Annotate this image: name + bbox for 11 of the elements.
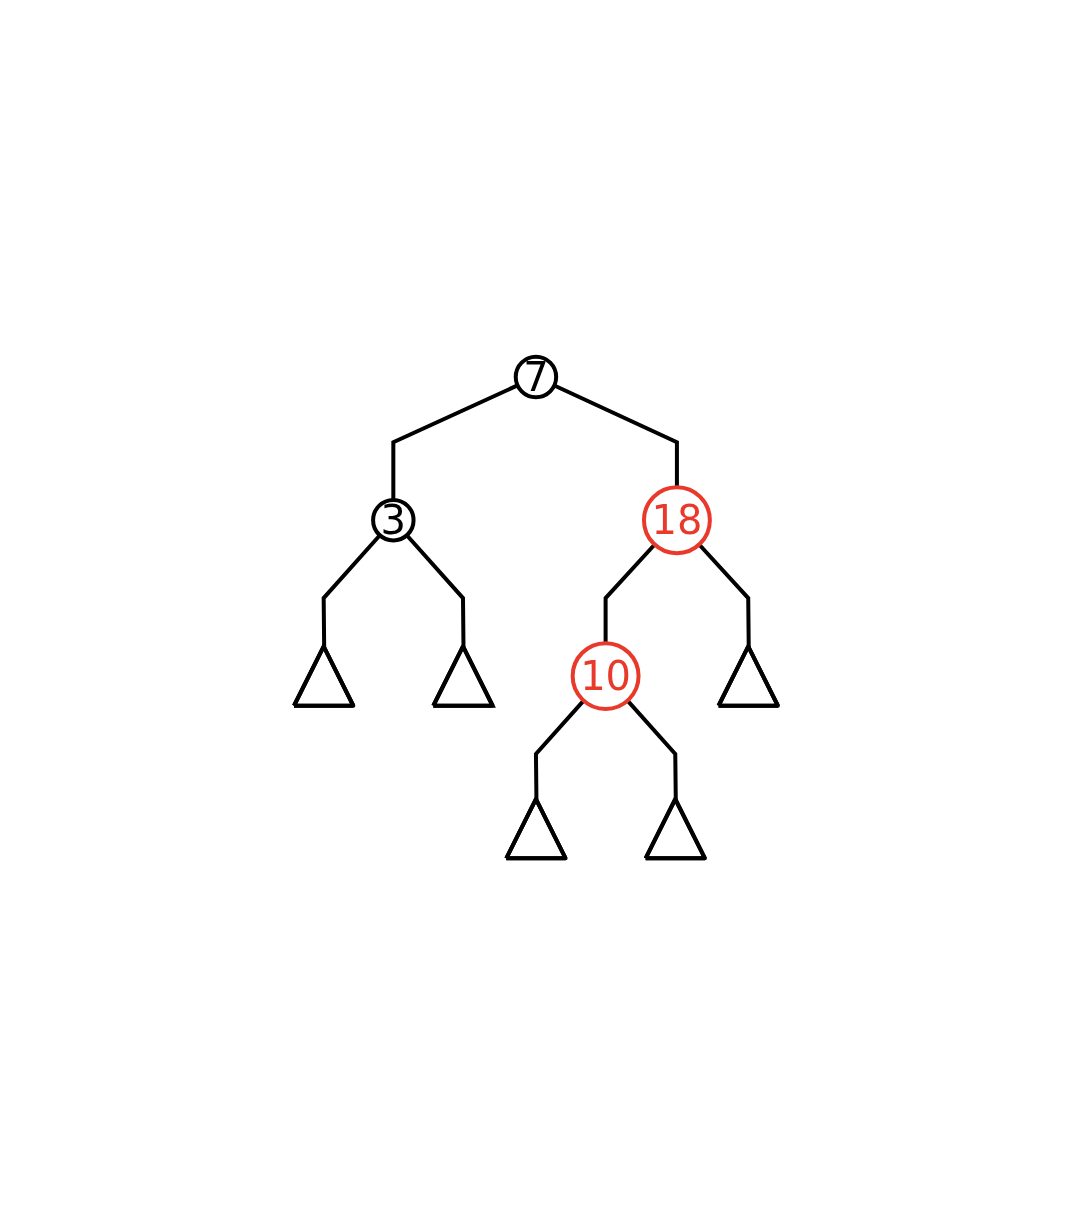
connector — [533, 699, 585, 800]
node-circle: 18 — [641, 485, 712, 555]
connector — [321, 533, 381, 647]
connector — [404, 533, 466, 647]
connector — [697, 542, 751, 647]
connector — [553, 383, 679, 488]
connector — [625, 699, 678, 800]
node-circle: 10 — [570, 640, 641, 711]
connector — [390, 383, 518, 500]
node-circle: 7 — [513, 354, 558, 400]
node-circle: 3 — [370, 497, 416, 543]
